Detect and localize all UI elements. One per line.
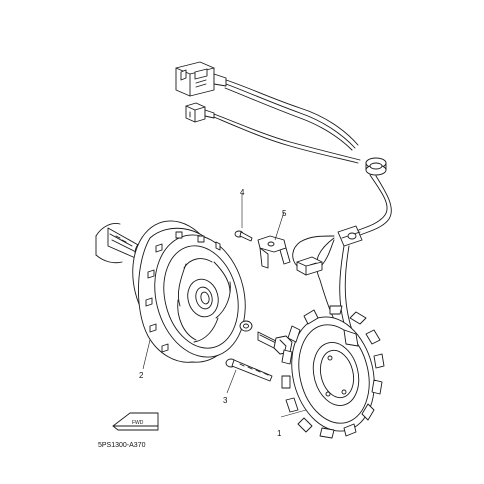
flywheel-rotor <box>132 220 246 363</box>
stator-assembly <box>281 305 385 439</box>
callout-1: 1 <box>277 429 282 438</box>
stator-bolt <box>225 358 273 382</box>
leader-2 <box>142 339 151 370</box>
leader-1 <box>280 409 307 418</box>
harness-grommet-upper <box>365 157 387 176</box>
callout-2: 2 <box>139 371 144 380</box>
callout-4: 4 <box>240 188 245 197</box>
harness-connector-small <box>185 102 215 123</box>
leader-5 <box>274 211 285 241</box>
leader-3 <box>226 369 237 394</box>
flywheel-bolt <box>257 331 293 355</box>
pickup-connector <box>296 256 323 276</box>
wire-bracket <box>257 235 291 269</box>
wire-harness <box>175 61 392 331</box>
harness-connector-large <box>175 61 227 97</box>
bracket-screw <box>234 230 253 242</box>
front-marker-label: FWD <box>132 420 144 426</box>
harness-grommet-lower <box>337 225 363 247</box>
washer <box>239 320 253 332</box>
callout-leaders <box>142 194 307 418</box>
figure-code: 5PS1300-A370 <box>98 442 146 449</box>
callout-3: 3 <box>223 396 228 405</box>
callout-5: 5 <box>282 209 287 218</box>
front-direction-icon: FWD <box>112 412 159 431</box>
